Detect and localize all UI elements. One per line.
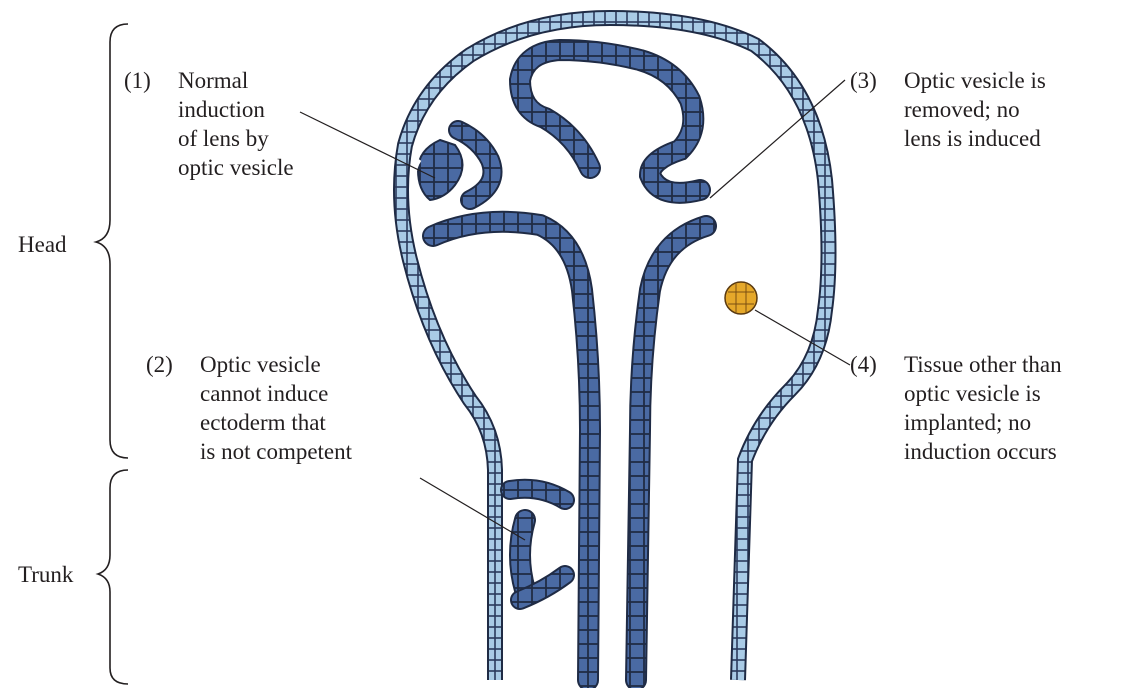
trunk-label: Trunk — [18, 560, 73, 589]
annotation-3-number: (3) — [850, 66, 877, 95]
annotation-1-line-3: of lens by — [178, 124, 269, 153]
annotation-3-line-3: lens is induced — [904, 124, 1041, 153]
annotation-1-line-2: induction — [178, 95, 265, 124]
annotation-1-line-4: optic vesicle — [178, 153, 294, 182]
annotation-3-line-1: Optic vesicle is — [904, 66, 1046, 95]
leader-line-4 — [755, 310, 850, 365]
annotation-2-line-3: ectoderm that — [200, 408, 326, 437]
annotation-4-line-2: optic vesicle is — [904, 379, 1041, 408]
annotation-4-number: (4) — [850, 350, 877, 379]
implanted-tissue — [725, 282, 757, 314]
annotation-2-line-2: cannot induce — [200, 379, 328, 408]
optic-vesicle-trunk — [510, 489, 565, 600]
annotation-2-number: (2) — [146, 350, 173, 379]
ectoderm-layer — [401, 18, 829, 680]
annotation-4-line-1: Tissue other than — [904, 350, 1062, 379]
annotation-1-number: (1) — [124, 66, 151, 95]
annotation-2-line-4: is not competent — [200, 437, 352, 466]
optic-vesicle-normal — [415, 130, 493, 200]
head-label: Head — [18, 230, 67, 259]
trunk-brace — [98, 470, 128, 684]
annotation-3-line-2: removed; no — [904, 95, 1020, 124]
annotation-4-line-3: implanted; no — [904, 408, 1031, 437]
annotation-2-line-1: Optic vesicle — [200, 350, 321, 379]
annotation-1-line-1: Normal — [178, 66, 248, 95]
annotation-4-line-4: induction occurs — [904, 437, 1057, 466]
